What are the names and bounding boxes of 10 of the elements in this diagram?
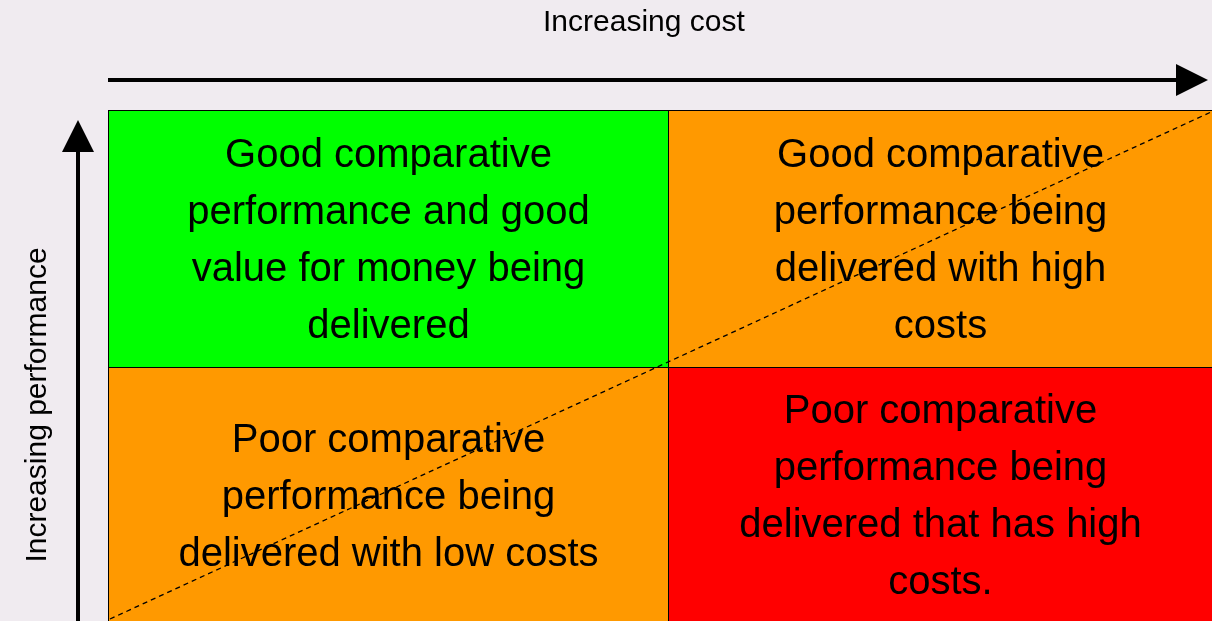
quadrant-cell [668, 367, 1212, 621]
quadrant-text: Good comparative performance and good value for money being delivered [186, 130, 591, 348]
quadrant-cell [108, 367, 669, 621]
axis-label: Increasing cost [543, 4, 745, 38]
quadrant-text: Good comparative performance being delivered with high costs [772, 130, 1109, 348]
quadrant-cell [108, 110, 669, 368]
quadrant-cell [668, 110, 1212, 368]
quadrant-text: Poor comparative performance being delivered that has high costs. [738, 386, 1143, 604]
axis-label: Increasing performance [18, 247, 53, 563]
quadrant-text: Poor comparative performance being delivered with low costs [177, 414, 600, 576]
